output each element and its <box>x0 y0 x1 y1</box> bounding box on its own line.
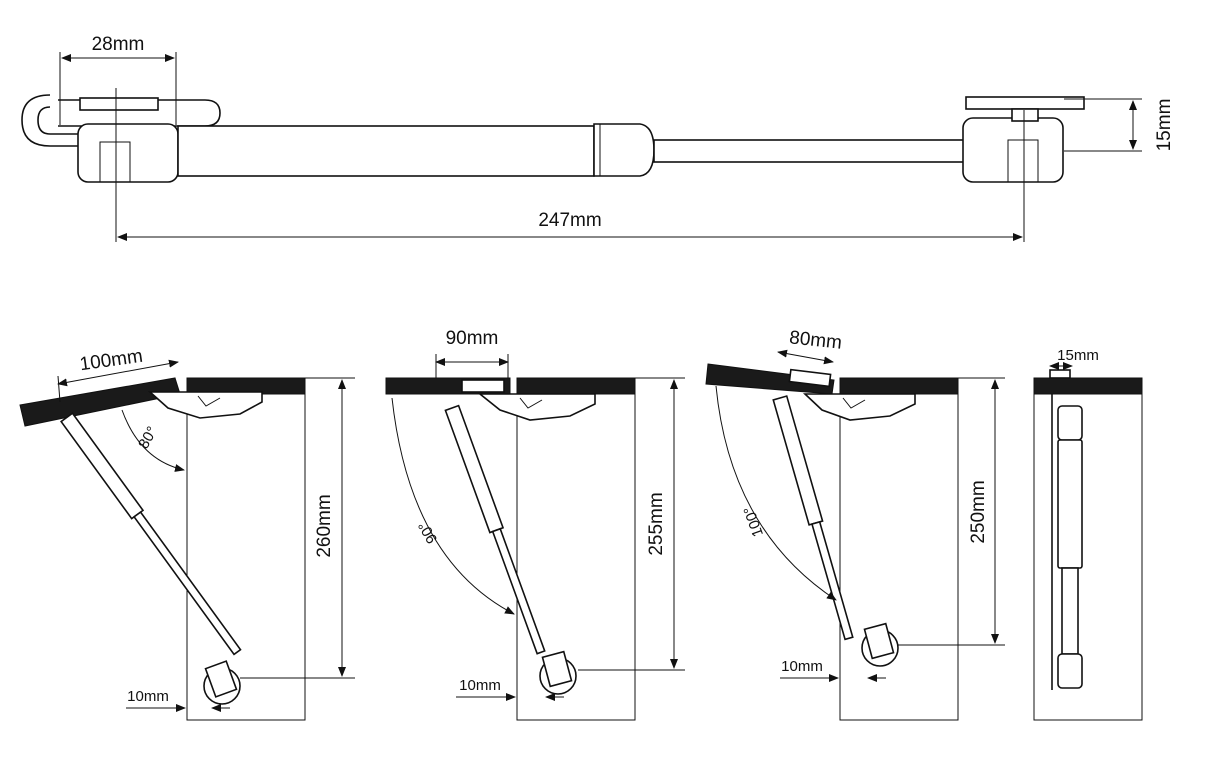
angle-label: 80° <box>135 424 161 452</box>
panel-3: 100° 80mm 250mm 10mm <box>705 327 1005 721</box>
offset-label: 10mm <box>459 677 501 694</box>
side-width-label: 15mm <box>1057 347 1099 364</box>
height-label: 250mm <box>968 480 989 543</box>
panel-2: 90° 90mm 255mm 10mm <box>385 328 685 721</box>
length-label: 247mm <box>538 210 601 231</box>
height-label: 15mm <box>1154 99 1175 152</box>
overhang-label: 90mm <box>446 328 499 349</box>
angle-label: 100° <box>740 504 767 539</box>
overhang-label: 100mm <box>78 346 144 376</box>
top-view-strut <box>21 94 1085 183</box>
width-label: 28mm <box>92 34 145 55</box>
side-view: 15mm <box>1033 347 1143 721</box>
panel-1: 80° 100mm 260mm 10mm <box>19 346 355 721</box>
overhang-label: 80mm <box>788 327 843 353</box>
width-dimension-top: 28mm <box>59 34 177 125</box>
height-dimension-top: 15mm <box>1064 98 1175 152</box>
height-label: 260mm <box>314 494 335 557</box>
offset-label: 10mm <box>127 688 169 705</box>
offset-label: 10mm <box>781 658 823 675</box>
height-label: 255mm <box>646 492 667 555</box>
length-dimension-top: 247mm <box>115 88 1025 242</box>
